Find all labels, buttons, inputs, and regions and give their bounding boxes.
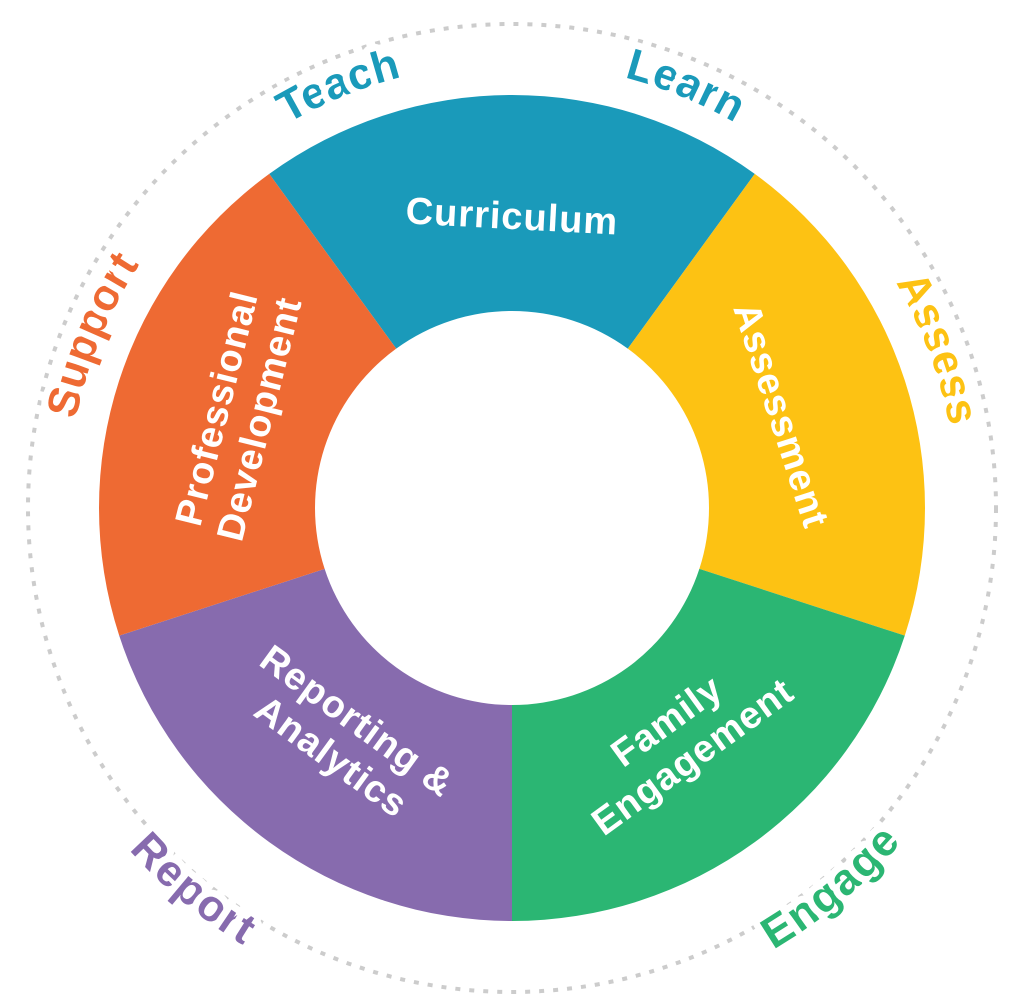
segment-reporting-analytics <box>119 568 513 921</box>
dashed-outer-ring <box>26 22 998 994</box>
segment-assessment <box>627 173 925 636</box>
outer-label-engage: Engage <box>753 816 909 958</box>
segment-professional-development <box>98 173 397 636</box>
segment-family-engagement <box>512 568 905 922</box>
segment-curriculum <box>269 94 755 349</box>
outer-label-report: Report <box>122 823 265 954</box>
